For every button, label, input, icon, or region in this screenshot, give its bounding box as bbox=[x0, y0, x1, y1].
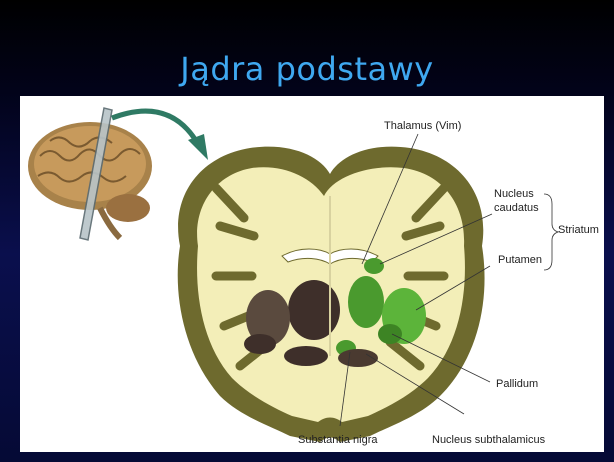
label-nucleus: Nucleus bbox=[494, 188, 534, 200]
brain-figure: Thalamus (Vim) Nucleus caudatus Striatum… bbox=[20, 96, 604, 452]
label-striatum: Striatum bbox=[558, 224, 599, 236]
label-caudatus: caudatus bbox=[494, 202, 539, 214]
brain-illustration bbox=[20, 96, 604, 452]
label-nucleus-subthalamicus: Nucleus subthalamicus bbox=[432, 434, 545, 446]
label-pallidum: Pallidum bbox=[496, 378, 538, 390]
label-substantia-nigra: Substantia nigra bbox=[298, 434, 378, 446]
label-putamen: Putamen bbox=[498, 254, 542, 266]
slide-title: Jądra podstawy bbox=[0, 50, 614, 88]
label-thalamus: Thalamus (Vim) bbox=[384, 120, 461, 132]
coronal-section bbox=[178, 147, 485, 442]
